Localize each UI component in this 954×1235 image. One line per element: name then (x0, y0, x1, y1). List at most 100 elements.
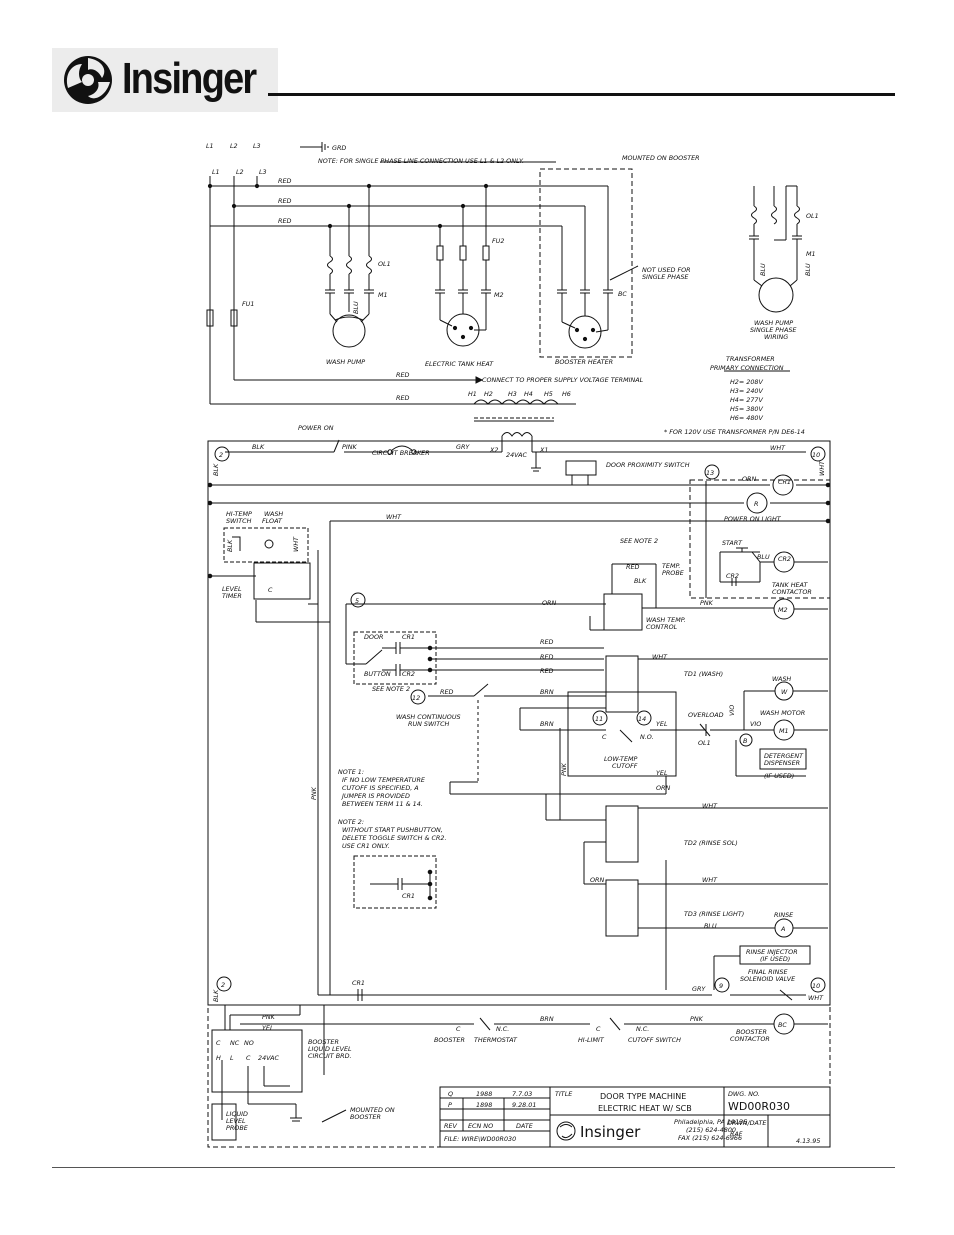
note-single-phase: NOTE: FOR SINGLE PHASE LINE CONNECTION U… (318, 157, 524, 165)
label-cr1-door: CR1 (402, 633, 415, 641)
rev-p: P (448, 1101, 452, 1109)
label-fu1: FU1 (242, 300, 254, 308)
node-5: 5 (355, 597, 359, 605)
wire-wht-td2: WHT (702, 802, 718, 810)
label-cr2-button: CR2 (402, 670, 415, 678)
wire-red-probe: RED (626, 563, 639, 571)
label-power-on: POWER ON (298, 424, 334, 432)
label-24vac: 24VAC (506, 451, 527, 459)
label-wash-pump: WASH PUMP (326, 358, 365, 366)
label-cr1-note2: CR1 (402, 892, 415, 900)
label-primary-connection: PRIMARY CONNECTION (710, 364, 784, 372)
label-ol1-sp: OL1 (806, 212, 819, 220)
voltage-h5: H5= 380V (730, 405, 763, 413)
label-final-rinse-1: FINAL RINSE (748, 968, 788, 976)
label-wash-float-1: WASH (264, 510, 283, 518)
hdr-date: DATE (516, 1122, 534, 1130)
node-11: 11 (595, 715, 603, 723)
wire-brn-b: BRN (540, 720, 554, 728)
label-hi-limit-2: CUTOFF SWITCH (628, 1036, 681, 1044)
wire-pnk-m2: PNK (700, 599, 714, 607)
date-q: 7.7.03 (512, 1090, 532, 1098)
label-door-proximity: DOOR PROXIMITY SWITCH (606, 461, 690, 469)
label-m1-sp: M1 (806, 250, 816, 258)
label-ol1-ctrl: OL1 (698, 739, 711, 747)
label-booster-thermostat-2: THERMOSTAT (474, 1036, 518, 1044)
note-120v: * FOR 120V USE TRANSFORMER P/N DE6-14 (664, 428, 805, 436)
drwn-label: DRWN/DATE (727, 1119, 767, 1127)
dwg-label: DWG. NO. (728, 1090, 760, 1098)
wire-red-b: RED (540, 653, 553, 661)
wire-yel-b: YEL (656, 769, 668, 777)
wire-pnk-board: PNK (262, 1013, 276, 1021)
label-circuit-breaker: CIRCUIT BREAKER (372, 449, 430, 457)
hdr-ecn: ECN NO (468, 1122, 493, 1130)
drwn-date: 4.13.95 (796, 1137, 820, 1145)
wire-red-a: RED (540, 638, 553, 646)
hdr-rev: REV (444, 1122, 457, 1130)
ecn-p: 1898 (476, 1101, 492, 1109)
board-term-c: C (216, 1039, 221, 1047)
wire-wht-bottom: WHT (808, 994, 824, 1002)
label-c-low: C (602, 733, 607, 741)
wire-blu-td3: BLU (704, 922, 717, 930)
label-final-rinse-2: SOLENOID VALVE (740, 975, 796, 983)
label-l3-top: L3 (253, 142, 261, 150)
label-temp-probe-2: PROBE (662, 569, 685, 577)
wire-wht-vert: WHT (818, 460, 826, 476)
label-grd: GRD (332, 144, 346, 152)
wire-orn-cr1: ORN (742, 475, 756, 483)
wire-wht-2: WHT (386, 513, 402, 521)
title-block (439, 1086, 831, 1148)
wire-vio-h: VIO (750, 720, 761, 728)
drwn-by: RAF (730, 1130, 743, 1138)
label-rinse-injector-1: RINSE INJECTOR (746, 948, 798, 956)
wire-blk-vert: BLK (212, 463, 220, 476)
label-td3: TD3 (RINSE LIGHT) (684, 910, 744, 918)
tap-h4: H4 (524, 390, 533, 398)
wire-blk-float: BLK (226, 539, 234, 552)
wire-orn-5: ORN (542, 599, 556, 607)
footer-rule (52, 1167, 895, 1168)
file-name: FILE: WIRE\WD00R030 (444, 1135, 516, 1143)
tap-h1: H1 (468, 390, 477, 398)
address-1: Philadelphia, PA 19135 (674, 1118, 747, 1126)
note2-line4: USE CR1 ONLY. (342, 842, 390, 850)
label-l3: L3 (259, 168, 267, 176)
label-hi-temp-2: SWITCH (226, 517, 252, 525)
voltage-h2: H2= 208V (730, 378, 763, 386)
label-transformer: TRANSFORMER (726, 355, 775, 363)
coil-cr2: CR2 (778, 555, 791, 563)
note1-line1: NOTE 1: (338, 768, 364, 776)
wire-blu: BLU (757, 553, 770, 561)
wire-blk-bottom: BLK (212, 989, 220, 1002)
node-10-top: 10 (812, 451, 820, 459)
label-probe-3: PROBE (226, 1124, 249, 1132)
swirl-logo-icon (64, 56, 112, 104)
wire-vio-v: VIO (728, 705, 736, 716)
label-c-thermo: C (456, 1025, 461, 1033)
wire-red-12: RED (440, 688, 453, 696)
voltage-h4: H4= 277V (730, 396, 763, 404)
address-3: FAX (215) 624-6966 (678, 1134, 742, 1142)
label-rinse-injector-2: (IF USED) (760, 955, 790, 963)
light-w: W (781, 688, 788, 696)
title-line-1: DOOR TYPE MACHINE (600, 1092, 686, 1101)
label-low-temp-2: CUTOFF (612, 762, 638, 770)
wire-pnk-booster: PNK (690, 1015, 704, 1023)
note1-line2: IF NO LOW TEMPERATURE (342, 776, 426, 784)
label-board-2: LIQUID LEVEL (308, 1045, 352, 1053)
node-10-bottom: 10 (812, 982, 820, 990)
label-probe-1: LIQUID (226, 1110, 248, 1118)
label-mounted-on-booster: MOUNTED ON BOOSTER (622, 154, 700, 162)
label-start: START (722, 539, 743, 547)
note2-line1: NOTE 2: (338, 818, 364, 826)
wire-gry: GRY (456, 443, 470, 451)
wire-brn-booster: BRN (540, 1015, 554, 1023)
board-term-h: H (216, 1054, 221, 1062)
label-mounted-booster-2: BOOSTER (350, 1113, 381, 1121)
label-overload: OVERLOAD (688, 711, 724, 719)
label-bc: BC (618, 290, 627, 298)
label-level-timer-2: TIMER (222, 592, 242, 600)
wire-red-3: RED (278, 217, 291, 225)
